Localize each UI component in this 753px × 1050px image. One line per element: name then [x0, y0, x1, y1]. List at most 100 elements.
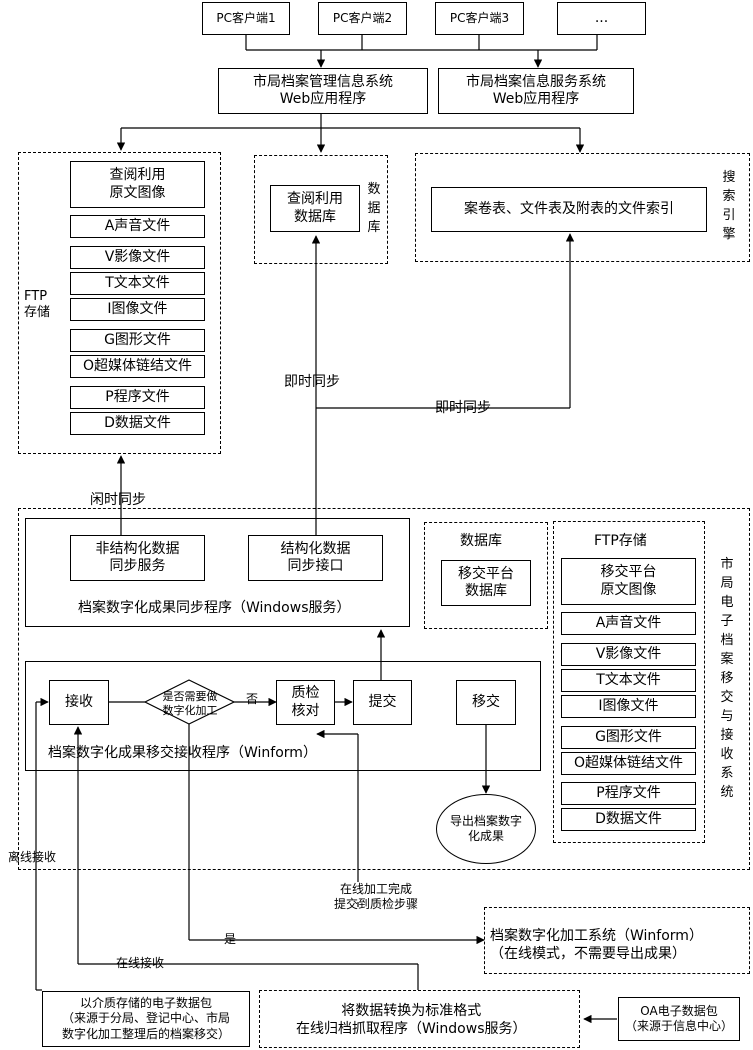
crawler-label: 将数据转换为标准格式 在线归档抓取程序（Windows服务） — [296, 1003, 527, 1037]
management-web-app-label: 市局档案管理信息系统 Web应用程序 — [253, 73, 393, 108]
export-label: 导出档案数字 化成果 — [449, 814, 522, 843]
transfer-label: 移交 — [472, 693, 500, 710]
management-web-app: 市局档案管理信息系统 Web应用程序 — [218, 68, 428, 114]
client-label: PC客户端3 — [449, 11, 510, 25]
instant-sync-label-1: 即时同步 — [284, 374, 340, 390]
transfer-ftp-container — [553, 521, 705, 843]
client-box-3: PC客户端3 — [435, 2, 524, 35]
transfer-ftp-item-label: V影像文件 — [595, 645, 662, 662]
transfer-ftp-item-label: A声音文件 — [595, 614, 662, 631]
transfer-system-label: 市局电子档案移交与接收系统 — [720, 557, 734, 800]
transfer-ftp-item-program: P程序文件 — [561, 782, 696, 805]
decision-diamond — [143, 679, 236, 725]
instant-sync-label-2: 即时同步 — [435, 400, 491, 416]
search-engine-container — [415, 153, 750, 262]
no-label: 否 — [246, 692, 259, 706]
query-database-label: 查阅利用 数据库 — [287, 191, 343, 225]
ftp-top-item-original-images: 查阅利用 原文图像 — [70, 161, 205, 208]
client-box-2: PC客户端2 — [318, 2, 407, 35]
transfer-ftp-item-original-images: 移交平台 原文图像 — [561, 558, 696, 605]
transfer-ftp-item-label: D数据文件 — [595, 810, 662, 827]
ftp-top-item-label: T文本文件 — [105, 274, 170, 291]
ftp-top-item-label: P程序文件 — [105, 388, 170, 405]
ftp-top-item-label: O超媒体链结文件 — [82, 357, 193, 374]
database-top-label: 数据库 — [367, 182, 381, 235]
ftp-top-item-audio: A声音文件 — [70, 215, 205, 238]
receive-box: 接收 — [49, 680, 109, 725]
search-engine-label: 搜索引擎 — [722, 170, 736, 242]
ftp-top-item-data: D数据文件 — [70, 412, 205, 435]
submit-box: 提交 — [353, 680, 412, 725]
processing-system-label: 档案数字化加工系统（Winform） （在线模式，不需要导出成果） — [490, 928, 703, 962]
unstructured-sync-service: 非结构化数据 同步服务 — [70, 535, 205, 581]
transfer-ftp-item-text: T文本文件 — [561, 669, 696, 692]
decision-label: 是否需要做 数字化加工 — [162, 690, 218, 717]
ftp-top-item-image: I图像文件 — [70, 298, 205, 321]
receive-program-container — [25, 661, 541, 771]
transfer-database-container — [424, 522, 548, 629]
ftp-top-item-program: P程序文件 — [70, 386, 205, 409]
online-done-label: 在线加工完成 提交到质检步骤 — [334, 882, 419, 911]
structured-sync-interface: 结构化数据 同步接口 — [248, 535, 383, 581]
transfer-box: 移交 — [456, 680, 516, 725]
ftp-top-item-text: T文本文件 — [70, 272, 205, 295]
client-label: PC客户端2 — [332, 11, 393, 25]
oa-package-box: OA电子数据包 （来源于信息中心） — [618, 997, 740, 1041]
client-box-more: ... — [557, 2, 646, 35]
yes-label: 是 — [224, 932, 237, 946]
qc-label: 质检 核对 — [291, 685, 320, 719]
idle-sync-label: 闲时同步 — [90, 492, 146, 508]
oa-package-label: OA电子数据包 （来源于信息中心） — [624, 1004, 733, 1033]
client-box-1: PC客户端1 — [202, 2, 290, 35]
media-package-label: 以介质存储的电子数据包 （来源于分局、登记中心、市局 数字化加工整理后的档案移交… — [61, 995, 230, 1041]
ftp-top-item-label: V影像文件 — [104, 248, 171, 265]
receive-program-title: 档案数字化成果移交接收程序（Winform） — [48, 745, 317, 761]
offline-receive-label: 离线接收 — [8, 850, 57, 864]
transfer-ftp-item-label: T文本文件 — [596, 671, 661, 688]
transfer-ftp-item-image: I图像文件 — [561, 695, 696, 718]
transfer-system-container — [18, 508, 750, 870]
transfer-ftp-item-data: D数据文件 — [561, 808, 696, 831]
database-top-container — [254, 155, 388, 264]
ftp-top-item-hypermedia: O超媒体链结文件 — [70, 355, 205, 378]
file-index-box: 案卷表、文件表及附表的文件索引 — [431, 187, 707, 232]
ftp-top-item-label: D数据文件 — [104, 414, 171, 431]
media-package-box: 以介质存储的电子数据包 （来源于分局、登记中心、市局 数字化加工整理后的档案移交… — [42, 991, 250, 1047]
transfer-ftp-item-label: O超媒体链结文件 — [573, 754, 684, 771]
ftp-storage-top-container — [18, 152, 221, 454]
transfer-ftp-item-hypermedia: O超媒体链结文件 — [561, 752, 696, 775]
ftp-top-item-graphic: G图形文件 — [70, 329, 205, 352]
processing-system-container — [484, 907, 750, 974]
sync-program-container — [25, 518, 410, 627]
transfer-ftp-item-audio: A声音文件 — [561, 612, 696, 635]
client-label: ... — [594, 9, 609, 26]
ftp-top-item-video: V影像文件 — [70, 246, 205, 269]
transfer-ftp-item-graphic: G图形文件 — [561, 726, 696, 749]
export-ellipse: 导出档案数字 化成果 — [436, 794, 536, 864]
crawler-container — [259, 990, 580, 1048]
file-index-label: 案卷表、文件表及附表的文件索引 — [464, 200, 674, 217]
ftp-top-item-label: I图像文件 — [107, 300, 168, 317]
qc-box: 质检 核对 — [276, 680, 335, 725]
online-receive-label: 在线接收 — [116, 956, 165, 970]
ftp-top-item-label: A声音文件 — [104, 217, 171, 234]
transfer-ftp-item-label: 移交平台 原文图像 — [600, 564, 657, 598]
transfer-platform-database-label: 移交平台 数据库 — [458, 565, 514, 600]
unstructured-sync-label: 非结构化数据 同步服务 — [95, 540, 180, 575]
ftp-top-item-label: 查阅利用 原文图像 — [109, 167, 166, 201]
service-web-app: 市局档案信息服务系统 Web应用程序 — [438, 68, 634, 114]
transfer-platform-database: 移交平台 数据库 — [441, 560, 531, 606]
transfer-ftp-item-video: V影像文件 — [561, 643, 696, 666]
client-label: PC客户端1 — [216, 11, 276, 25]
ftp-top-item-label: G图形文件 — [104, 331, 171, 348]
structured-sync-label: 结构化数据 同步接口 — [280, 540, 351, 575]
sync-program-title: 档案数字化成果同步程序（Windows服务） — [78, 600, 351, 616]
transfer-ftp-item-label: G图形文件 — [595, 728, 662, 745]
transfer-ftp-item-label: P程序文件 — [596, 784, 661, 801]
transfer-database-label: 数据库 — [460, 533, 502, 549]
transfer-ftp-label: FTP存储 — [594, 533, 647, 549]
query-database-box: 查阅利用 数据库 — [270, 185, 360, 232]
service-web-app-label: 市局档案信息服务系统 Web应用程序 — [466, 73, 606, 108]
receive-label: 接收 — [65, 693, 93, 710]
